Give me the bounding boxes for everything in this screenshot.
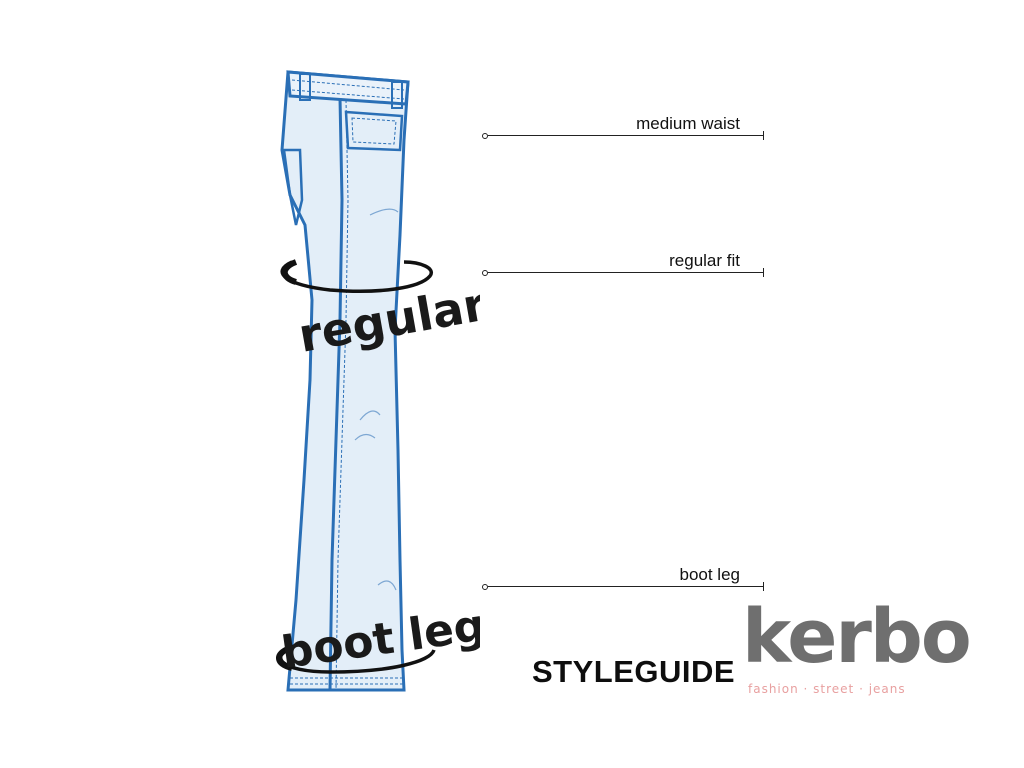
label-dot <box>482 584 488 590</box>
label-dot <box>482 133 488 139</box>
side-seam <box>328 97 344 691</box>
back-pocket <box>344 110 404 152</box>
waistband <box>286 70 410 106</box>
label-text: medium waist <box>636 114 740 133</box>
belt-loop <box>391 81 403 109</box>
label-text: boot leg <box>679 565 741 584</box>
kerbo-logo: kerbo ® fashion · street · jeans <box>742 600 972 710</box>
label-regular-fit: regular fit <box>482 251 764 277</box>
jeans-illustration: regular boot leg <box>276 70 480 692</box>
registered-mark: ® <box>934 620 943 634</box>
label-bar <box>488 135 764 136</box>
page-title: STYLEGUIDE <box>532 654 736 689</box>
belt-loop <box>299 73 311 101</box>
label-medium-waist: medium waist <box>482 114 764 140</box>
label-tick <box>763 131 764 140</box>
label-bar <box>488 272 764 273</box>
label-dot <box>482 270 488 276</box>
label-bar <box>488 586 764 587</box>
label-tick <box>763 582 764 591</box>
front-pocket <box>282 148 304 226</box>
label-text: regular fit <box>669 251 740 270</box>
label-boot-leg: boot leg <box>482 565 764 591</box>
jeans-leg-shape <box>280 70 410 692</box>
label-tick <box>763 268 764 277</box>
logo-word: kerbo <box>742 594 972 680</box>
logo-tagline: fashion · street · jeans <box>748 682 906 696</box>
